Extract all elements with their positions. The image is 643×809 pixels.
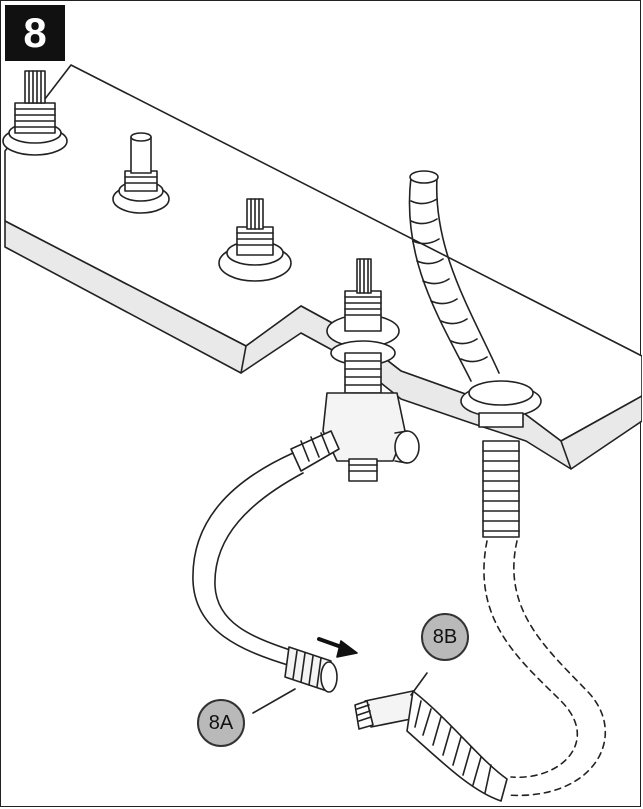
spout-mount (112, 132, 170, 214)
callout-8b-leader (410, 672, 428, 696)
step-number-badge: 8 (5, 5, 65, 61)
connect-direction-arrow-icon (317, 637, 358, 658)
callout-8a-leader (252, 688, 296, 714)
supply-hose (192, 452, 338, 693)
handshower-hose (354, 170, 607, 802)
valve-stem-right (218, 198, 292, 282)
deck-slab (4, 64, 642, 470)
valve-stem-left (2, 70, 68, 156)
callout-8a: 8A (197, 699, 245, 747)
callout-8b: 8B (421, 613, 469, 661)
diverter-valve (290, 258, 420, 482)
